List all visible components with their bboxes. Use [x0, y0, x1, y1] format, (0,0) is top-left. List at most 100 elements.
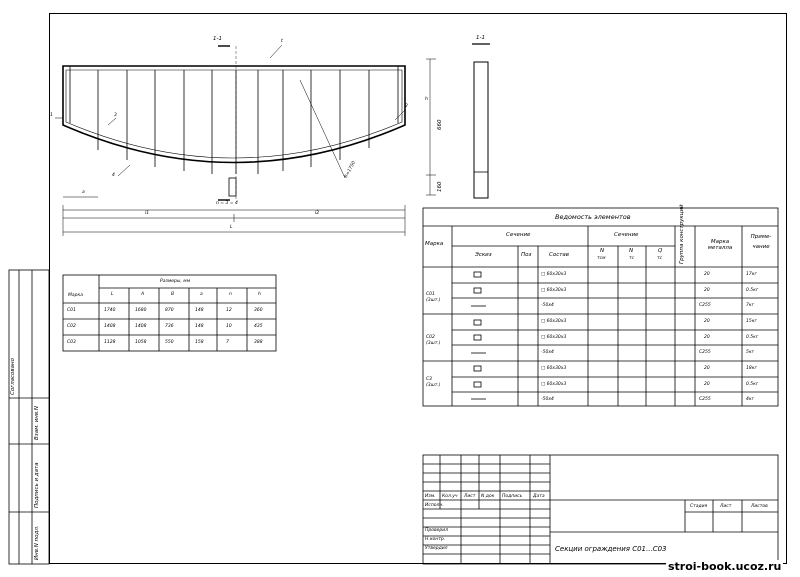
dim-a: a [82, 190, 85, 195]
stamp-replace-inv: Взам. инв.N [34, 406, 40, 440]
row9-metal: C255 [699, 397, 711, 402]
row3-metal: C255 [699, 303, 711, 308]
dim-l1: l1 [145, 211, 150, 216]
spec-h-pos: Поз [521, 252, 532, 258]
row1-comp: □ 60х30х3 [541, 272, 567, 277]
tb-role-approved: Утвердил [425, 546, 448, 551]
tb-drawing-title: Секции ограждения C01...C03 [555, 545, 667, 553]
row2-comp: □ 60х30х3 [541, 288, 567, 293]
sizes-row1-h: 360 [254, 308, 263, 313]
row6-note: 5кг [746, 350, 754, 355]
sizes-col-n: n [229, 292, 232, 297]
group3-qty: (3шт.) [426, 383, 441, 388]
dim-l2: l2 [315, 211, 320, 216]
spec-h-sketch: Эскиз [475, 252, 492, 258]
row6-metal: C255 [699, 350, 711, 355]
sizes-table-mark-header: Марка [68, 293, 83, 298]
watermark: stroi-book.ucoz.ru [666, 560, 784, 573]
spec-h-metal: Марка металла [707, 239, 733, 251]
row8-metal: 20 [704, 382, 710, 387]
row9-note: 4кг [746, 397, 754, 402]
sizes-row1-L: 1740 [104, 308, 116, 313]
sizes-row2-L: 1408 [104, 324, 116, 329]
spec-h-N2-unit: тс [629, 256, 635, 261]
sizes-table-grid [62, 274, 277, 352]
tb-col-qty: Кол.уч [442, 494, 458, 499]
dim-n: n = 3 = 4 [216, 201, 238, 206]
group2-qty: (3шт.) [426, 341, 441, 346]
sizes-row1-mark: C01 [67, 308, 76, 313]
dimension-lines [62, 58, 436, 236]
row9-comp: -50х4 [541, 397, 554, 402]
tb-role-norm: Н.контр. [425, 537, 446, 542]
sizes-row1-n: 12 [226, 308, 232, 313]
row5-note: 0.5кг [746, 335, 759, 340]
sizes-row3-mark: C03 [67, 340, 76, 345]
sizes-table-title: Размеры, мм [160, 279, 191, 284]
sizes-row2-B: 736 [165, 324, 174, 329]
spec-h-section: Сечение [506, 232, 531, 238]
row4-comp: □ 60х30х3 [541, 319, 567, 324]
tb-role-executor: Исполн. [425, 503, 444, 508]
sizes-row3-a: 158 [195, 340, 204, 345]
side-section-view [472, 43, 490, 199]
sizes-row3-n: 7 [226, 340, 229, 345]
row8-note: 0.5кг [746, 382, 759, 387]
spec-h-group: Группа конструкций [679, 204, 685, 264]
sizes-row3-h: 388 [254, 340, 263, 345]
callout-1: t [281, 39, 283, 44]
tb-sheets: Листов [751, 504, 768, 509]
tb-col-doc: N док [481, 494, 495, 499]
sizes-col-B: B [171, 292, 175, 297]
row1-metal: 20 [704, 272, 710, 277]
spec-h-section2: Сечение [614, 232, 639, 238]
sizes-col-L: L [111, 292, 114, 297]
dim-L: L [230, 225, 233, 230]
spec-h-N1-unit: тсм [597, 256, 606, 261]
spec-h-Q-unit: тс [657, 256, 663, 261]
tb-col-sign: Подпись [502, 494, 523, 499]
row3-comp: -50х4 [541, 303, 554, 308]
section-view-label: 1-1 [476, 35, 485, 41]
spec-h-N2: N [629, 248, 634, 254]
sizes-row3-A: 1058 [135, 340, 147, 345]
row2-note: 0.5кг [746, 288, 759, 293]
sizes-row1-a: 148 [195, 308, 204, 313]
spec-table-title: Ведомость элементов [555, 213, 631, 221]
section-mark-top: 1-1 [213, 36, 222, 42]
sizes-col-a: a [200, 292, 203, 297]
group1-qty: (3шт.) [426, 298, 441, 303]
side-stamp-frame [8, 269, 50, 565]
row2-metal: 20 [704, 288, 710, 293]
tb-col-date: Дата [533, 494, 545, 499]
spec-h-comp: Состав [549, 252, 570, 258]
sizes-row3-L: 1128 [104, 340, 116, 345]
stamp-inv-orig: Инв.N подл. [34, 525, 40, 560]
row4-metal: 20 [704, 319, 710, 324]
spec-h-note: Приме- чание [750, 234, 772, 251]
row4-note: 15кг [746, 319, 757, 324]
sizes-col-A: A [141, 292, 145, 297]
stamp-agreed: Согласовано [10, 358, 16, 395]
row6-comp: -50х4 [541, 350, 554, 355]
sizes-row2-h: 435 [254, 324, 263, 329]
row3-note: 7кг [746, 303, 754, 308]
group3-mark: C3 [426, 377, 433, 382]
sizes-row2-A: 1408 [135, 324, 147, 329]
spec-table-grid [422, 207, 779, 407]
row8-comp: □ 60х30х3 [541, 382, 567, 387]
callout-5: 4 [112, 173, 115, 178]
tb-stage: Стадия [690, 504, 708, 509]
sizes-row2-n: 10 [226, 324, 232, 329]
title-block-grid [422, 454, 779, 565]
tb-role-checked: Проверил [425, 528, 449, 533]
callout-2: 1 [50, 113, 53, 118]
tb-sheet: Лист [720, 504, 732, 509]
dim-160: 160 [437, 181, 443, 193]
row7-note: 18кг [746, 366, 757, 371]
spec-h-mark: Марка [425, 241, 444, 247]
sizes-row2-a: 148 [195, 324, 204, 329]
dim-h: h [425, 97, 428, 102]
